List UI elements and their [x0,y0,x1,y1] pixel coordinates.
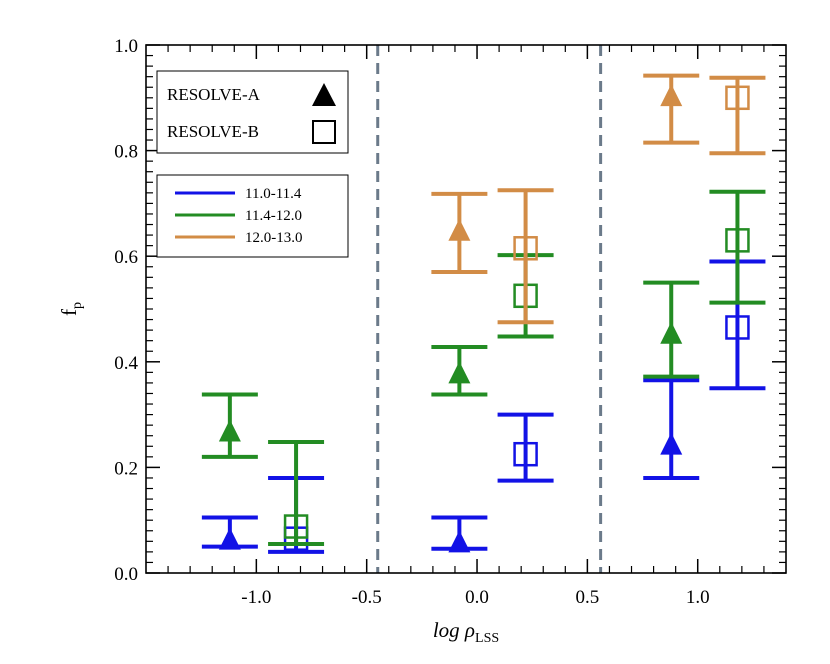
y-tick-label: 0.4 [114,353,138,374]
series-resolve-a-11.4-12.0 [201,280,700,459]
x-tick-label: -1.0 [241,587,271,608]
tick-labels: -1.0 -0.5 0.0 0.5 1.0 0.0 0.2 0.4 0.6 0.8 1.0 [114,36,709,608]
data-point-triangle [218,419,241,442]
data-point-square [283,514,309,539]
y-axis-label: fp [57,302,85,316]
y-tick-label: 0.6 [114,247,138,268]
x-axis-label-sub: LSS [475,631,499,646]
series-layer [201,73,766,554]
axis-ticks [146,44,786,574]
legend-mass-bins: 11.0-11.4 11.4-12.0 12.0-13.0 [156,174,349,258]
data-point-triangle [448,530,471,553]
divider-lines [376,45,603,573]
legend-mass-label: 11.0-11.4 [245,186,302,202]
legend-entry-resolve-a: RESOLVE-A [167,85,261,104]
legend-square-marker [312,120,336,144]
y-axis-label-text: f [57,309,81,316]
legend-samples-box [156,70,349,154]
data-point-triangle [660,84,683,107]
legend-mass-label: 11.4-12.0 [245,208,302,224]
x-tick-label: 0.0 [465,587,489,608]
legend-triangle-marker [312,83,336,106]
x-axis-label-text: log ρ [433,618,475,642]
data-point-square [725,228,750,253]
x-tick-label: 1.0 [686,587,710,608]
data-point-square [513,441,538,467]
data-point-square [725,85,750,111]
y-axis-label-sub: p [70,302,85,309]
series-resolve-a-12.0-13.0 [431,73,700,275]
data-point-triangle [448,218,471,241]
legend-entry-resolve-b: RESOLVE-B [167,122,259,141]
y-tick-label: 0.8 [114,142,138,163]
legend-mass-label: 12.0-13.0 [245,230,303,246]
series-resolve-b-11.0-11.4 [268,259,766,554]
data-point-triangle [448,361,471,384]
x-axis-label: log ρLSS [433,618,499,646]
legend-samples: RESOLVE-A RESOLVE-B [156,70,349,154]
data-point-square [513,236,538,261]
data-point-triangle [660,432,683,455]
y-tick-label: 1.0 [114,36,138,57]
x-tick-label: -0.5 [352,587,382,608]
y-tick-label: 0.2 [114,458,138,479]
x-tick-label: 0.5 [576,587,600,608]
data-point-triangle [660,321,683,344]
y-tick-label: 0.0 [114,564,138,585]
series-resolve-a-11.0-11.4 [201,378,700,553]
data-point-triangle [218,527,241,550]
series-resolve-b-12.0-13.0 [497,75,766,325]
data-point-square [725,315,750,340]
